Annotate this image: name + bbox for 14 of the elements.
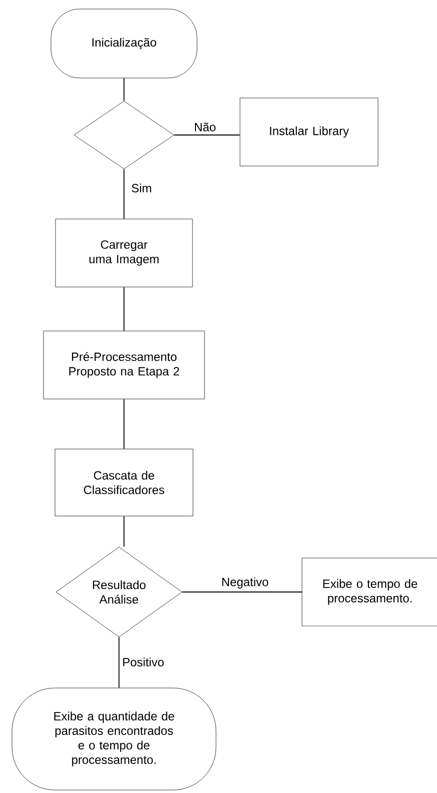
terminal-box: Exibe a quantidade de parasitos encontrados e o tempo de processamento. [12,688,216,790]
edge-label: Negativo [222,577,268,589]
process-box: Carregar uma Imagem [55,218,193,288]
terminal-box: Inicialização [50,8,198,78]
decision-diamond [74,100,174,170]
edge-label: Não [194,122,216,132]
process-box: Instalar Library [240,98,378,166]
connector-line [174,134,240,136]
process-box: Exibe o tempo de processamento. [302,558,437,626]
edge-label: Sim [132,184,152,192]
process-box: Pré-Processamento Proposto na Etapa 2 [43,330,205,400]
connector-line [118,636,120,688]
edge-label: Positivo [123,658,164,666]
process-box: Cascata de Classificadores [54,448,194,516]
